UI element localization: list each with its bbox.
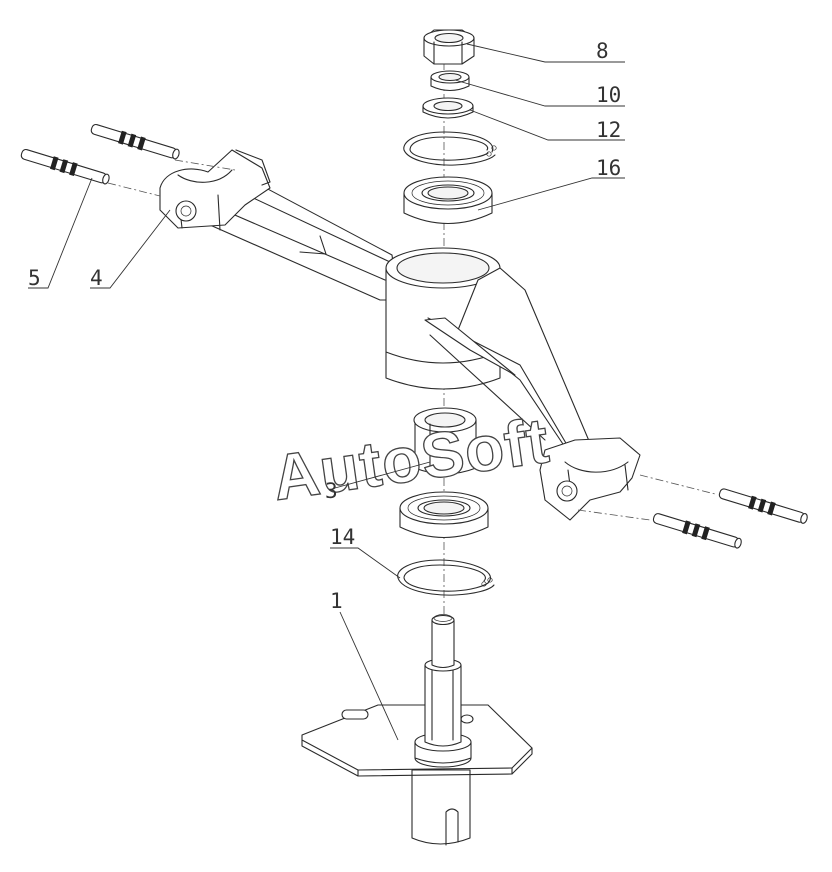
part-1-base-shaft [301, 614, 533, 846]
part-3-bushing [413, 407, 477, 475]
callout-14: 14 [330, 525, 355, 549]
yoke-assembly [159, 149, 641, 521]
callout-labels: 8 10 12 16 5 4 3 14 1 [28, 39, 621, 613]
part-5-pins-left [20, 123, 236, 197]
leader-lines [28, 43, 625, 741]
callout-3: 3 [325, 479, 338, 503]
part-14-snap-ring [397, 559, 495, 596]
part-16-bearing [403, 176, 493, 225]
lower-bearing [399, 491, 489, 539]
callout-5: 5 [28, 266, 41, 290]
part-12-washer [422, 97, 474, 119]
callout-4: 4 [90, 266, 103, 290]
part-8-hex-nut [423, 29, 475, 65]
callout-8: 8 [596, 39, 609, 63]
upper-snap-ring [403, 131, 497, 166]
pins-right [577, 474, 808, 549]
callout-16: 16 [596, 156, 621, 180]
callout-12: 12 [596, 118, 621, 142]
callout-10: 10 [596, 83, 621, 107]
part-10-spacer [430, 70, 470, 92]
callout-1: 1 [330, 589, 343, 613]
